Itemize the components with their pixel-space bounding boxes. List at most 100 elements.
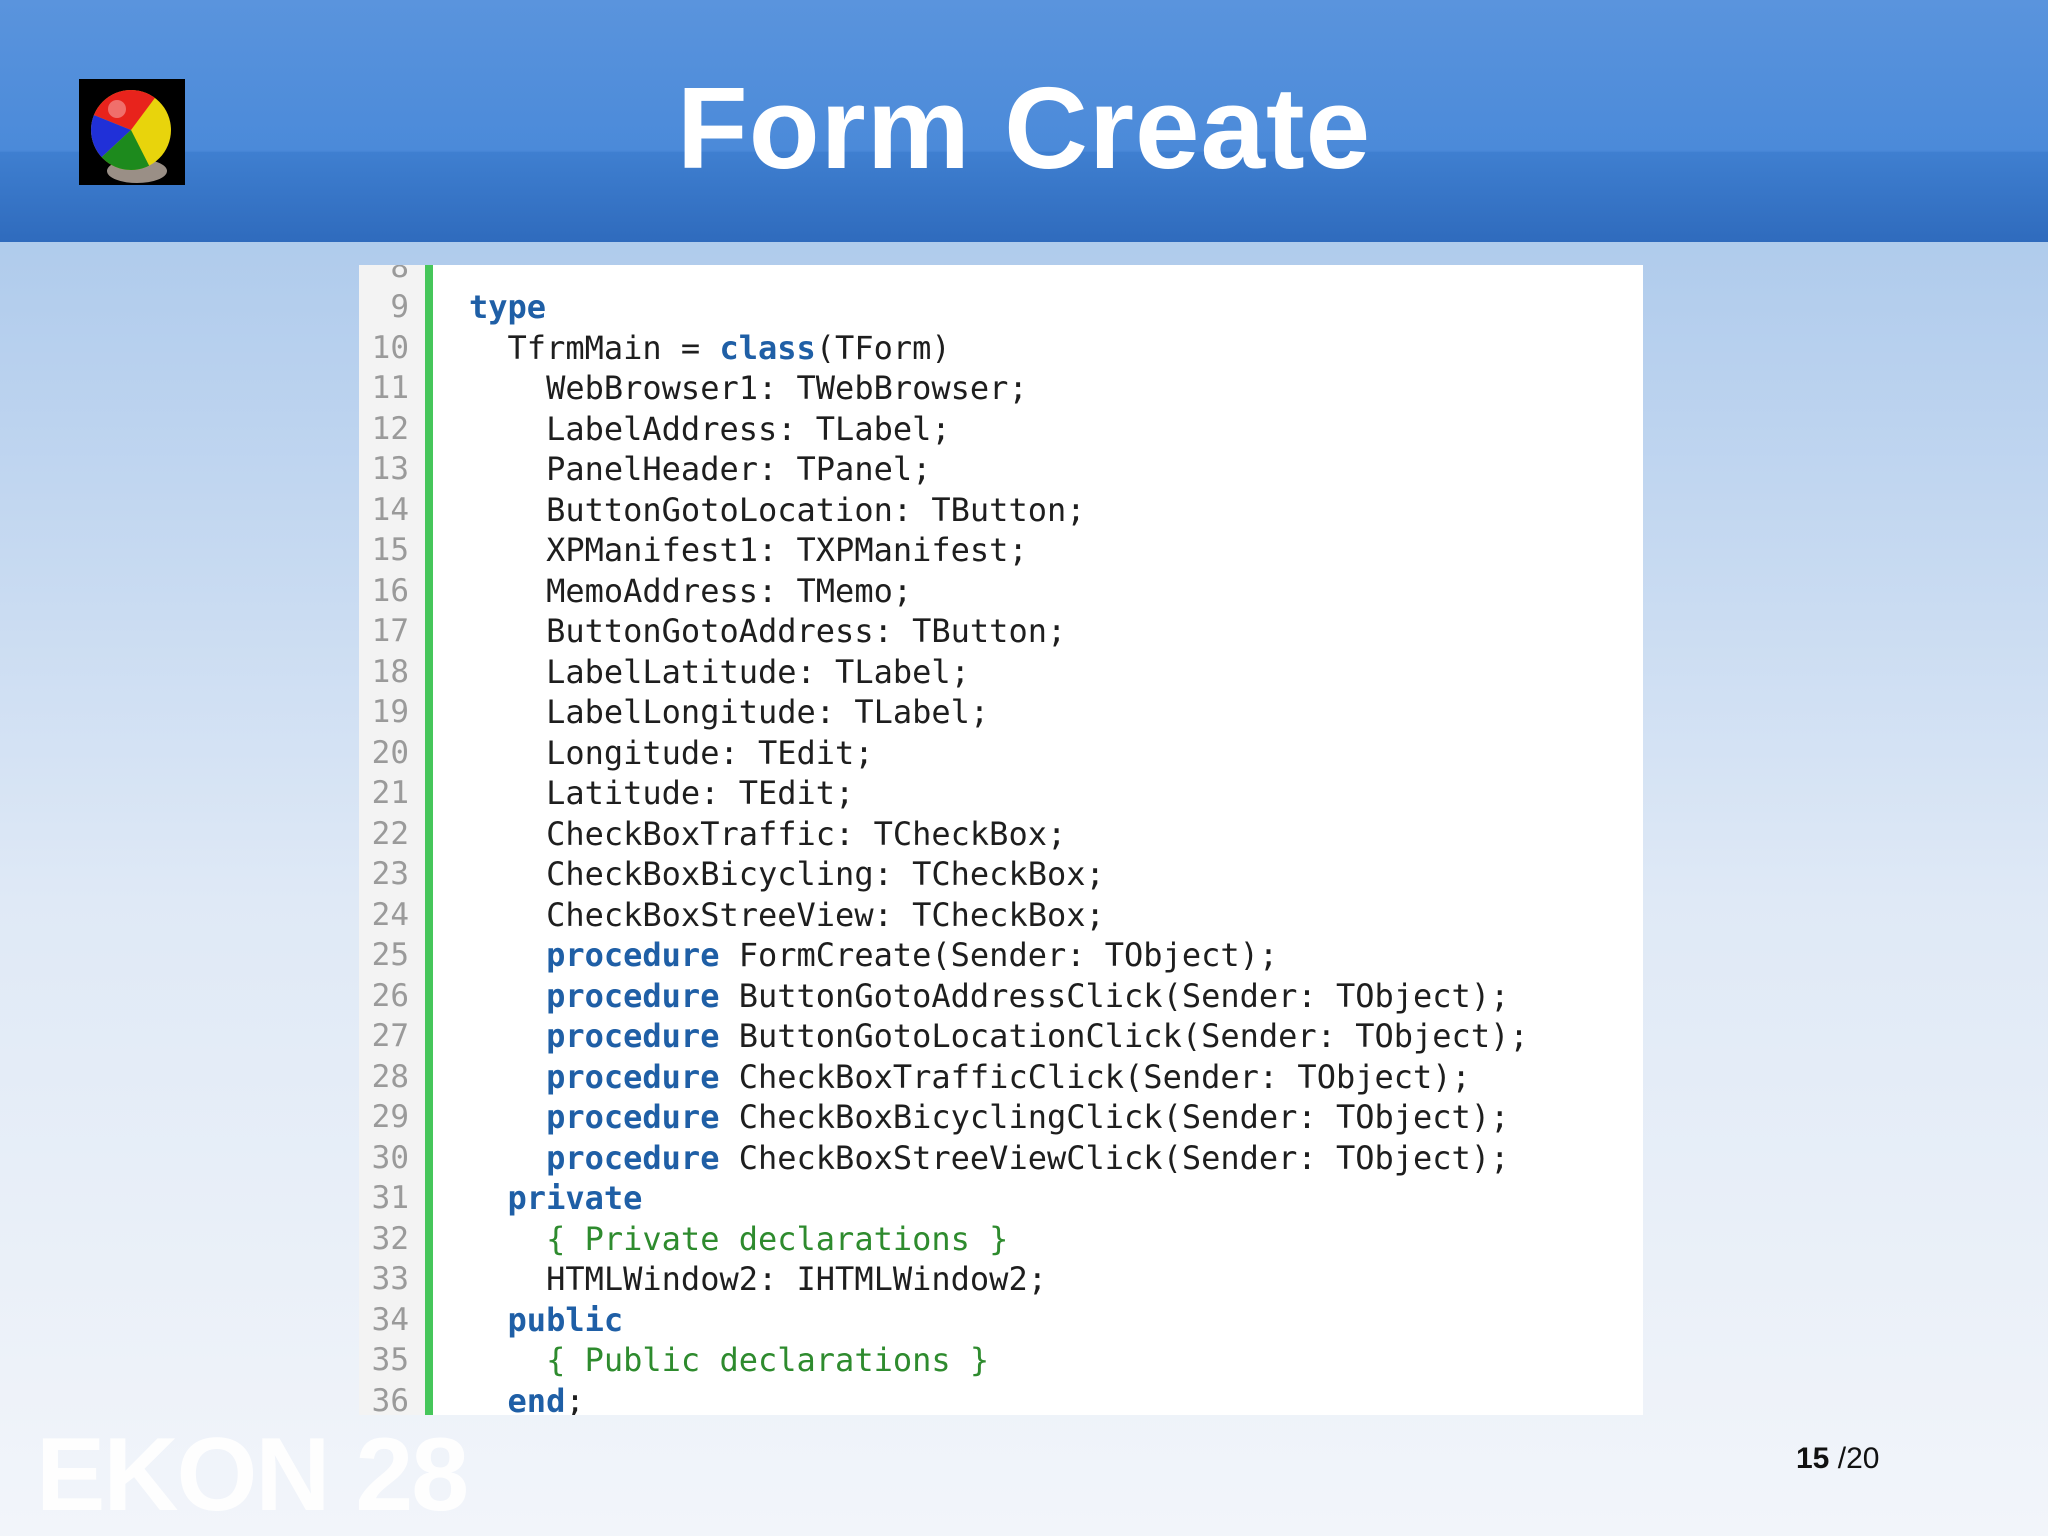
code-line: private	[469, 1178, 643, 1219]
code-keyword: procedure	[546, 1057, 720, 1096]
code-line: procedure CheckBoxTrafficClick(Sender: T…	[469, 1057, 1471, 1098]
code-line: Latitude: TEdit;	[469, 773, 854, 814]
line-number: 23	[371, 856, 409, 892]
line-number: 29	[371, 1099, 409, 1135]
line-number: 20	[371, 734, 409, 771]
code-line: LabelLatitude: TLabel;	[469, 652, 970, 693]
code-line: WebBrowser1: TWebBrowser;	[469, 368, 1028, 409]
code-text: ButtonGotoLocationClick(Sender: TObject)…	[719, 1017, 1529, 1055]
code-line: PanelHeader: TPanel;	[469, 449, 931, 490]
code-text: ;	[565, 1381, 585, 1416]
line-number: 18	[371, 653, 409, 690]
line-number: 12	[371, 410, 409, 447]
line-number: 24	[371, 896, 409, 933]
code-keyword: private	[507, 1179, 643, 1217]
code-text: CheckBoxBicycling: TCheckBox;	[469, 855, 1105, 893]
code-line: public	[469, 1300, 624, 1341]
code-line: type	[469, 287, 546, 328]
code-text	[469, 1017, 546, 1055]
code-keyword: procedure	[546, 936, 720, 974]
code-text	[469, 1341, 546, 1379]
code-keyword: procedure	[546, 1138, 720, 1177]
line-number: 25	[371, 937, 409, 973]
page-total: 20	[1846, 1442, 1880, 1475]
line-number: 32	[371, 1220, 409, 1257]
code-text	[469, 1098, 546, 1136]
code-text	[469, 977, 546, 1015]
code-text: FormCreate(Sender: TObject);	[719, 936, 1279, 974]
code-text: HTMLWindow2: IHTMLWindow2;	[469, 1260, 1047, 1298]
code-text: CheckBoxTraffic: TCheckBox;	[469, 814, 1067, 853]
code-text: CheckBoxTrafficClick(Sender: TObject);	[719, 1057, 1471, 1096]
line-number: 15	[371, 532, 409, 568]
page-current: 15	[1796, 1442, 1830, 1475]
code-text	[469, 1301, 508, 1339]
line-number: 30	[371, 1139, 409, 1176]
line-number: 31	[371, 1180, 409, 1216]
code-line: XPManifest1: TXPManifest;	[469, 530, 1028, 571]
line-number: 22	[371, 815, 409, 852]
code-line: LabelAddress: TLabel;	[469, 409, 951, 450]
code-line: LabelLongitude: TLabel;	[469, 692, 989, 733]
change-indicator-bar	[425, 265, 433, 1415]
code-keyword: procedure	[546, 1098, 720, 1136]
line-number: 21	[371, 775, 409, 811]
code-line: procedure ButtonGotoAddressClick(Sender:…	[469, 976, 1509, 1017]
code-line: end;	[469, 1381, 585, 1416]
code-panel: 8 9 type 10 TfrmMain = class(TForm) 11 WebBr…	[359, 265, 1643, 1415]
line-number: 19	[371, 694, 409, 730]
code-keyword: procedure	[546, 976, 720, 1015]
code-text: TfrmMain =	[469, 328, 720, 367]
code-text: ButtonGotoAddressClick(Sender: TObject);	[719, 976, 1510, 1015]
code-keyword: type	[469, 288, 547, 326]
line-number: 35	[371, 1342, 409, 1378]
code-text: MemoAddress: TMemo;	[469, 571, 913, 610]
code-text	[469, 1179, 508, 1217]
brand-logo-text: EKON 28	[36, 1417, 469, 1533]
code-line: ButtonGotoLocation: TButton;	[469, 490, 1085, 531]
code-text: CheckBoxStreeViewClick(Sender: TObject);	[719, 1138, 1510, 1177]
code-line: procedure FormCreate(Sender: TObject);	[469, 935, 1278, 976]
code-text	[469, 936, 546, 974]
code-text: XPManifest1: TXPManifest;	[469, 531, 1028, 569]
line-number: 34	[371, 1301, 409, 1338]
code-text	[469, 1139, 546, 1177]
code-line: { Public declarations }	[469, 1340, 989, 1381]
slide-title: Form Create	[676, 63, 1372, 193]
line-number-partial: 8	[390, 265, 409, 285]
code-text	[469, 1058, 546, 1096]
code-line: procedure ButtonGotoLocationClick(Sender…	[469, 1016, 1529, 1057]
code-line: TfrmMain = class(TForm)	[469, 328, 951, 369]
code-line: CheckBoxTraffic: TCheckBox;	[469, 814, 1066, 855]
page-number: 15 /20	[1796, 1442, 1879, 1476]
code-keyword: end	[507, 1381, 566, 1416]
code-text: PanelHeader: TPanel;	[469, 450, 932, 488]
code-text: CheckBoxBicyclingClick(Sender: TObject);	[719, 1098, 1510, 1136]
code-text: LabelLongitude: TLabel;	[469, 693, 990, 731]
code-text: Latitude: TEdit;	[469, 774, 855, 812]
page-separator: /	[1837, 1442, 1847, 1475]
code-line: procedure CheckBoxStreeViewClick(Sender:…	[469, 1138, 1509, 1179]
code-keyword: public	[507, 1300, 624, 1339]
code-line: CheckBoxBicycling: TCheckBox;	[469, 854, 1105, 895]
code-line: ButtonGotoAddress: TButton;	[469, 611, 1066, 652]
line-number: 9	[390, 289, 409, 325]
line-number: 26	[371, 977, 409, 1014]
line-number: 36	[371, 1382, 409, 1416]
line-number: 10	[371, 329, 409, 366]
code-line: HTMLWindow2: IHTMLWindow2;	[469, 1259, 1047, 1300]
line-number: 13	[371, 451, 409, 487]
code-text	[469, 1382, 508, 1416]
code-line: Longitude: TEdit;	[469, 733, 874, 774]
line-number: 16	[371, 572, 409, 609]
colored-ball-logo-icon	[79, 79, 185, 185]
code-line: { Private declarations }	[469, 1219, 1008, 1260]
line-number: 11	[371, 370, 409, 406]
code-line: procedure CheckBoxBicyclingClick(Sender:…	[469, 1097, 1509, 1138]
code-line: MemoAddress: TMemo;	[469, 571, 912, 612]
code-text: (TForm)	[815, 328, 951, 367]
line-number: 14	[371, 491, 409, 528]
code-text	[469, 1220, 546, 1258]
code-keyword: procedure	[546, 1017, 720, 1055]
code-text: WebBrowser1: TWebBrowser;	[469, 369, 1028, 407]
